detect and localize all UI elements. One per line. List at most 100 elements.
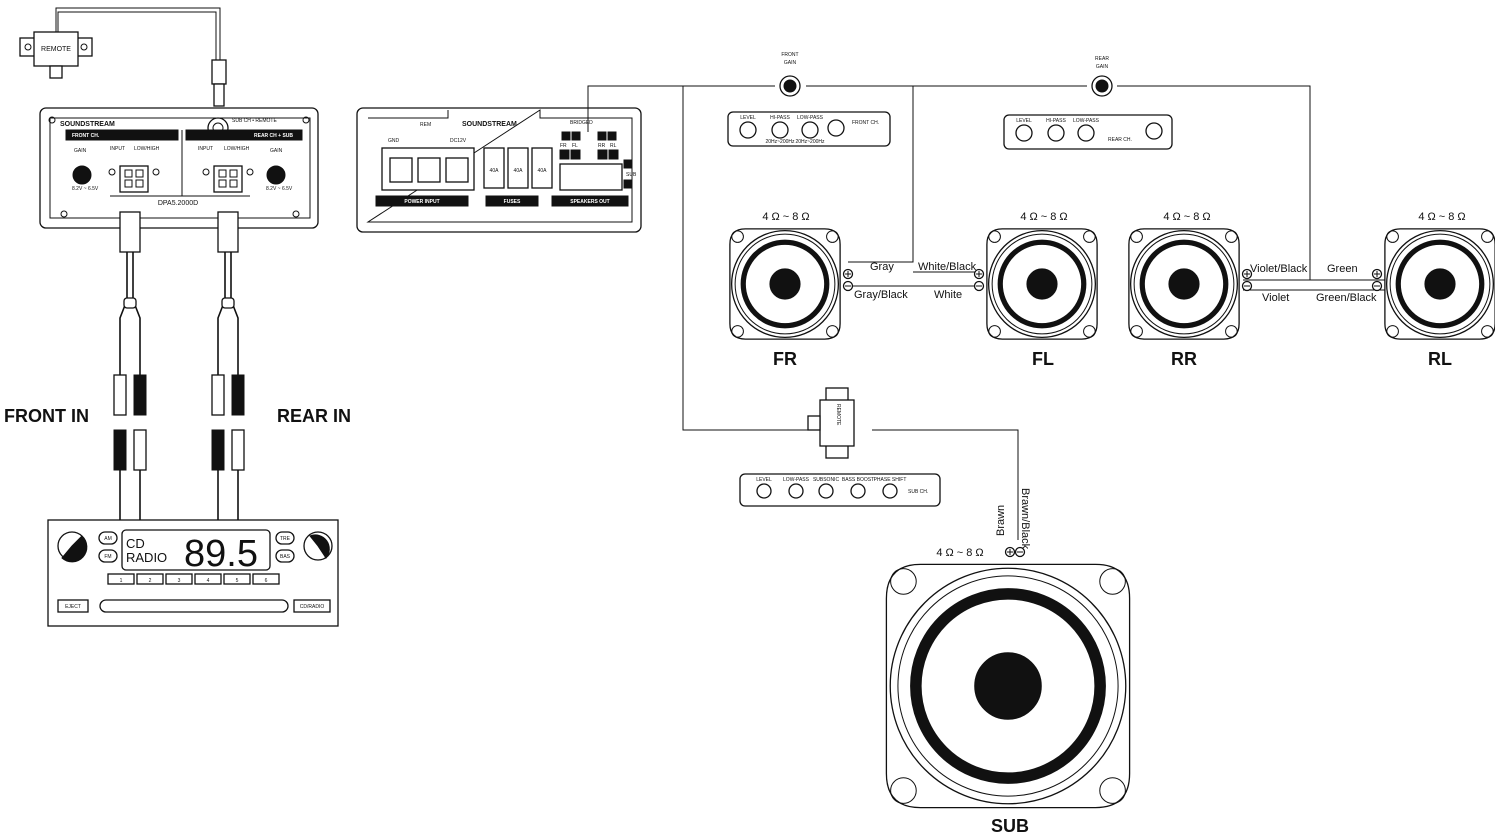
bridged-label: BRIDGED	[570, 120, 593, 126]
amp-brand: SOUNDSTREAM	[60, 121, 115, 128]
sub-impedance: 4 Ω ~ 8 Ω	[936, 547, 983, 559]
fl-name: FL	[1032, 349, 1054, 369]
fl-mount-hole	[1083, 230, 1096, 243]
fl-mount-hole	[988, 230, 1001, 243]
front-volt-label: 8.2V ~ 6.5V	[72, 186, 99, 192]
preset-button-6	[252, 573, 280, 585]
wire-violet: Violet	[1262, 292, 1289, 304]
fm-button: FM	[104, 554, 111, 560]
fuses-label: FUSES	[504, 199, 521, 205]
bass-button: BAS	[280, 554, 291, 560]
cd-radio-button: CD/RADIO	[300, 604, 325, 610]
front-in-label: FRONT IN	[4, 406, 89, 426]
svg-text:PHASE SHIFT: PHASE SHIFT	[874, 477, 907, 483]
svg-text:LOW-PASS: LOW-PASS	[783, 477, 810, 483]
fr-surround	[740, 239, 830, 329]
dc12v-label: DC12V	[450, 138, 467, 144]
rear-volt-label: 8.2V ~ 6.5V	[266, 186, 293, 192]
front-gain-label: GAIN	[74, 148, 87, 154]
svg-text:LEVEL: LEVEL	[740, 115, 756, 121]
fr-name: FR	[773, 349, 797, 369]
sub-surround	[910, 588, 1106, 784]
wire-green-black: Green/Black	[1316, 292, 1377, 304]
svg-text:LOW-PASS: LOW-PASS	[797, 115, 824, 121]
fuse-rating-3: 40A	[538, 168, 548, 174]
remote-control-middle: REMOTE	[807, 387, 855, 459]
preset-button-3	[165, 573, 193, 585]
treble-button: TRE	[280, 536, 291, 542]
preset-label-4: 4	[207, 578, 210, 584]
fl-surround	[997, 239, 1087, 329]
speaker-wires	[587, 85, 1385, 540]
gnd-label: GND	[388, 138, 400, 144]
svg-text:BASS BOOST: BASS BOOST	[842, 477, 874, 483]
preset-label-1: 1	[120, 578, 123, 584]
fl-impedance: 4 Ω ~ 8 Ω	[1020, 211, 1067, 223]
wire-white: White	[934, 289, 962, 301]
wire-white-black: White/Black	[918, 261, 977, 273]
rl-mount-hole	[1386, 230, 1399, 243]
rear-lowhigh-label: LOW/HIGH	[224, 146, 250, 152]
fuse-rating-2: 40A	[514, 168, 524, 174]
speaker-rr: 4 Ω ~ 8 ΩRR	[1128, 211, 1253, 369]
rr-mount-hole	[1225, 230, 1238, 243]
front-ch-panel-label: FRONT CH.	[852, 120, 879, 126]
rl-name: RL	[1428, 349, 1452, 369]
svg-text:HI-PASS: HI-PASS	[770, 115, 790, 121]
svg-text:GAIN: GAIN	[1096, 64, 1109, 70]
sub-mount-hole	[1099, 568, 1126, 595]
speakers-out-label: SPEAKERS OUT	[570, 199, 609, 205]
rl-mount-hole	[1481, 230, 1494, 243]
rear-in-label: REAR IN	[277, 406, 351, 426]
wire-brown: Brawn	[995, 505, 1007, 536]
fl-terminal-label: FL	[572, 143, 578, 149]
am-button: AM	[104, 536, 112, 542]
rr-surround	[1139, 239, 1229, 329]
remote-label: REMOTE	[41, 46, 71, 53]
fr-dust-cap	[769, 268, 801, 300]
preset-label-3: 3	[178, 578, 181, 584]
speaker-rl: 4 Ω ~ 8 Ω RL	[1371, 211, 1495, 369]
fl-dust-cap	[1026, 268, 1058, 300]
rear-ch-sub-label: REAR CH + SUB	[254, 133, 293, 139]
sub-mount-hole	[1099, 777, 1126, 804]
preset-button-5	[223, 573, 251, 585]
rr-mount-hole	[1130, 230, 1143, 243]
preset-label-5: 5	[236, 578, 239, 584]
fr-mount-hole	[731, 230, 744, 243]
radio-line1: CD	[126, 536, 145, 551]
rear-panel-brand: SOUNDSTREAM	[462, 121, 517, 128]
sub-mount-hole	[890, 568, 917, 595]
amp-front-panel: SOUNDSTREAM SUB CH • REMOTE FRONT CH. RE…	[39, 107, 319, 229]
svg-text:20Hz~200Hz: 20Hz~200Hz	[795, 139, 825, 145]
amp-rear-panel: SOUNDSTREAM GND REM DC12V 40A 40A 40A BR…	[356, 107, 642, 233]
rear-knob-label: REAR	[1095, 56, 1109, 62]
fr-terminal-label: FR	[560, 143, 567, 149]
front-lowhigh-label: LOW/HIGH	[134, 146, 160, 152]
wire-gray-black: Gray/Black	[854, 289, 908, 301]
radio-frequency: 89.5	[184, 533, 258, 575]
fr-impedance: 4 Ω ~ 8 Ω	[762, 211, 809, 223]
preset-label-6: 6	[265, 578, 268, 584]
front-input-label: INPUT	[110, 146, 125, 152]
sub-dust-cap	[974, 652, 1042, 720]
rl-surround	[1395, 239, 1485, 329]
sub-ch-remote-label: SUB CH • REMOTE	[232, 118, 277, 124]
rr-mount-hole	[1225, 325, 1238, 338]
front-ch-control-panel: LEVEL HI-PASS LOW-PASS 20Hz~200Hz 20Hz~2…	[727, 111, 891, 147]
svg-text:HI-PASS: HI-PASS	[1046, 118, 1066, 124]
rl-impedance: 4 Ω ~ 8 Ω	[1418, 211, 1465, 223]
preset-button-1	[107, 573, 135, 585]
rear-gain-label: GAIN	[270, 148, 283, 154]
rr-name: RR	[1171, 349, 1197, 369]
svg-text:SUBSONIC: SUBSONIC	[813, 477, 840, 483]
rl-dust-cap	[1424, 268, 1456, 300]
sub-terminal-label: SUB	[626, 172, 637, 178]
power-input-label: POWER INPUT	[404, 199, 439, 205]
front-ch-label: FRONT CH.	[72, 133, 100, 139]
